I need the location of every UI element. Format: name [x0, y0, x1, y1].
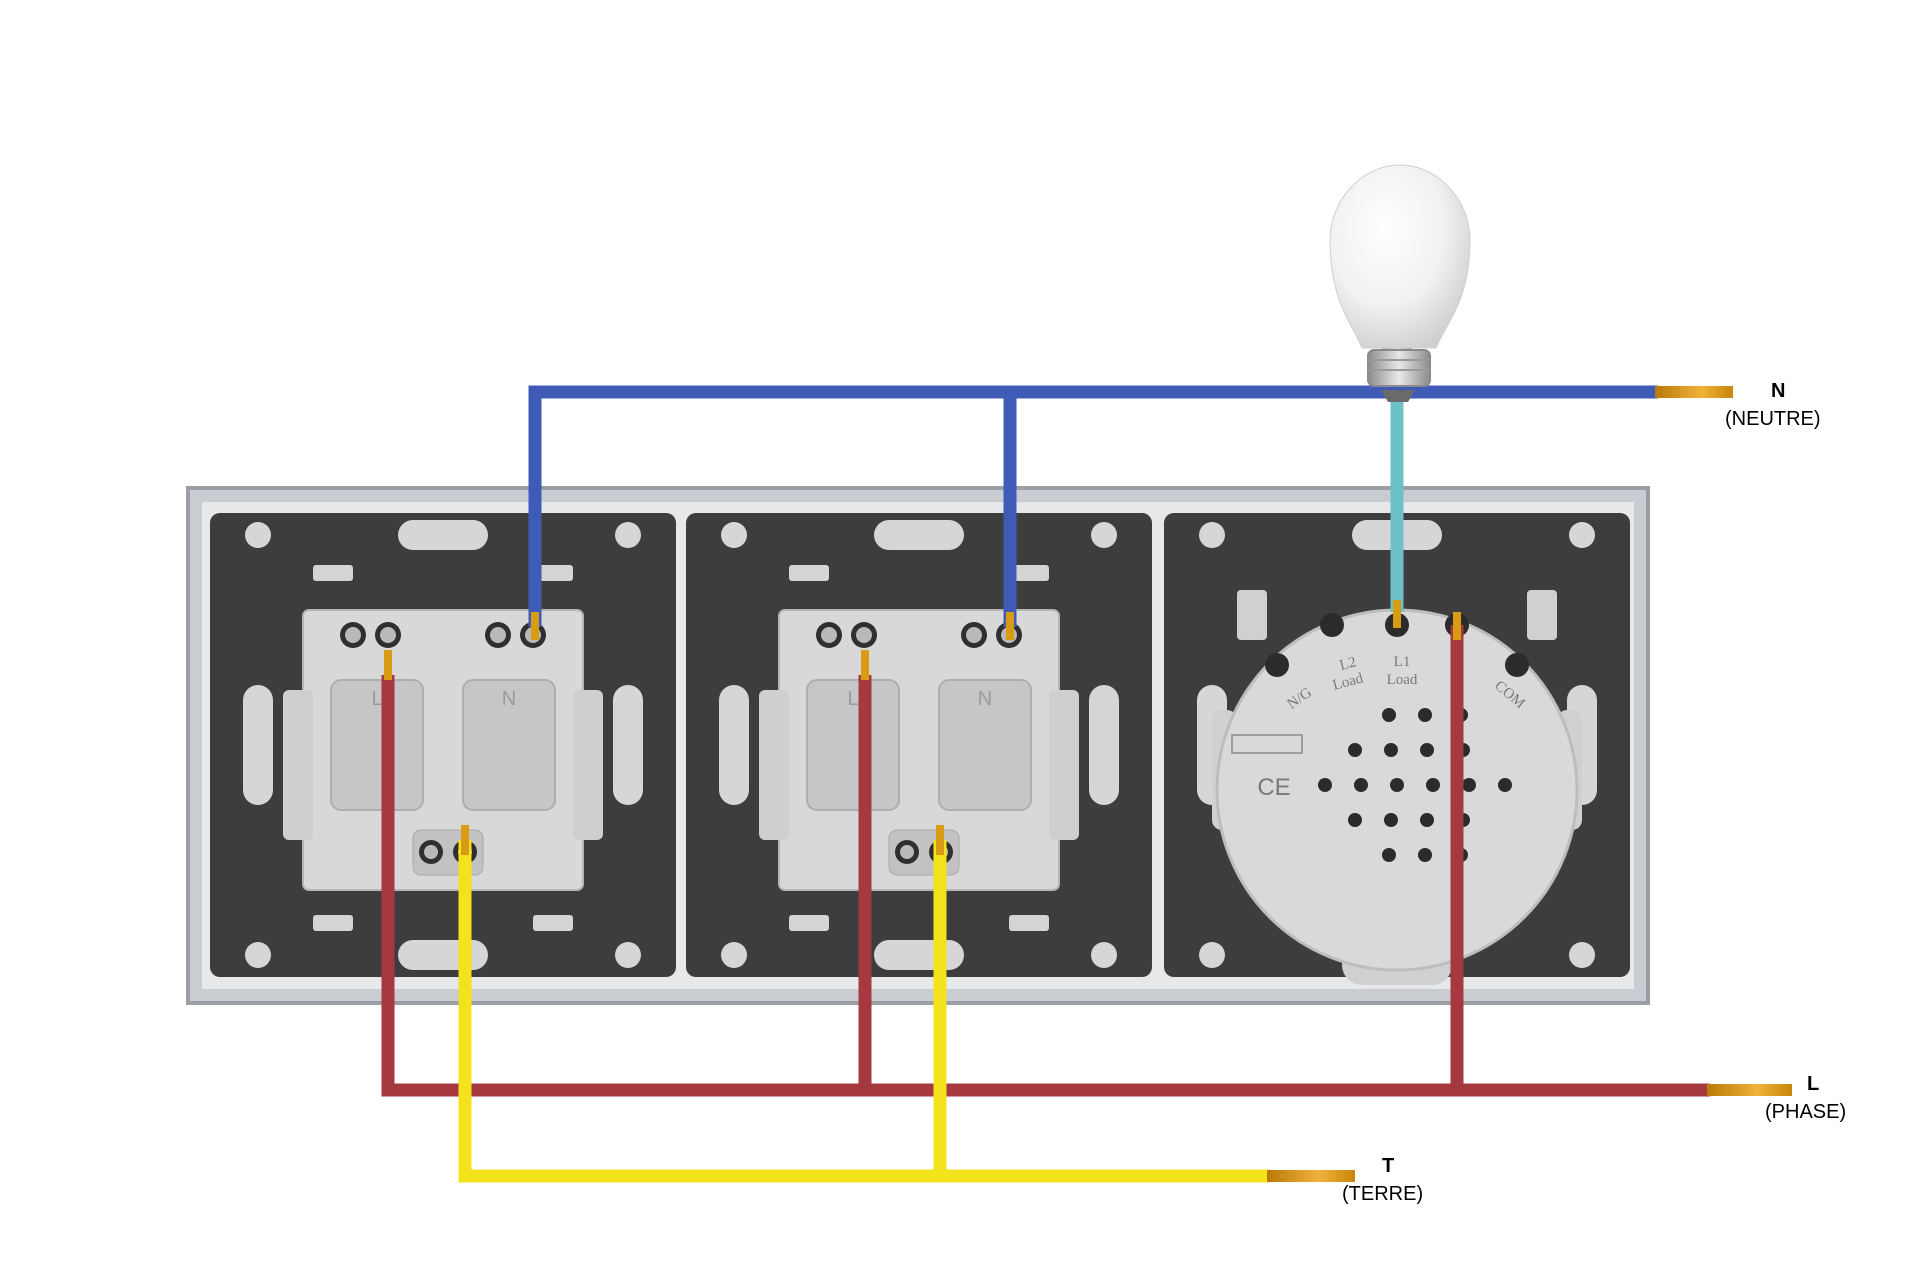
neutral-label: N (NEUTRE): [1725, 380, 1821, 430]
earth-label: T (TERRE): [1342, 1155, 1423, 1205]
socket-middle-terminal-n: N: [978, 688, 992, 710]
phase-label: L (PHASE): [1765, 1073, 1846, 1123]
neutral-code: N: [1771, 380, 1785, 402]
phase-wire: [381, 625, 1710, 1097]
earth-name: (TERRE): [1342, 1183, 1423, 1205]
neutral-wire-tips: [531, 612, 1014, 640]
phase-copper-end: [1707, 1084, 1792, 1096]
socket-middle-terminal-l: L: [847, 688, 858, 710]
terminal-load-l2: Load: [1331, 670, 1365, 694]
earth-wire-tips: [461, 825, 944, 855]
phase-code: L: [1807, 1073, 1819, 1095]
phase-name: (PHASE): [1765, 1101, 1846, 1123]
terminal-load-l1: Load: [1387, 672, 1418, 688]
neutral-wire: [528, 385, 1658, 627]
phase-wire-tips: [384, 612, 1461, 680]
earth-code: T: [1382, 1155, 1394, 1177]
neutral-copper-end: [1655, 386, 1733, 398]
ce-mark: CE: [1257, 774, 1290, 801]
socket-left-terminal-l: L: [371, 688, 382, 710]
earth-copper-end: [1267, 1170, 1355, 1182]
terminal-label-l2: L2: [1338, 654, 1358, 674]
terminal-label-l1: L1: [1394, 654, 1411, 670]
neutral-name: (NEUTRE): [1725, 408, 1821, 430]
earth-wire: [458, 840, 1270, 1183]
lamp-bulb-icon: [1329, 164, 1471, 402]
socket-left-terminal-n: N: [502, 688, 516, 710]
switch-module: N/G L2 Load L1 Load L COM CE: [1212, 590, 1582, 985]
socket-module-left: L N: [282, 564, 604, 932]
socket-module-middle: L N: [758, 564, 1080, 932]
